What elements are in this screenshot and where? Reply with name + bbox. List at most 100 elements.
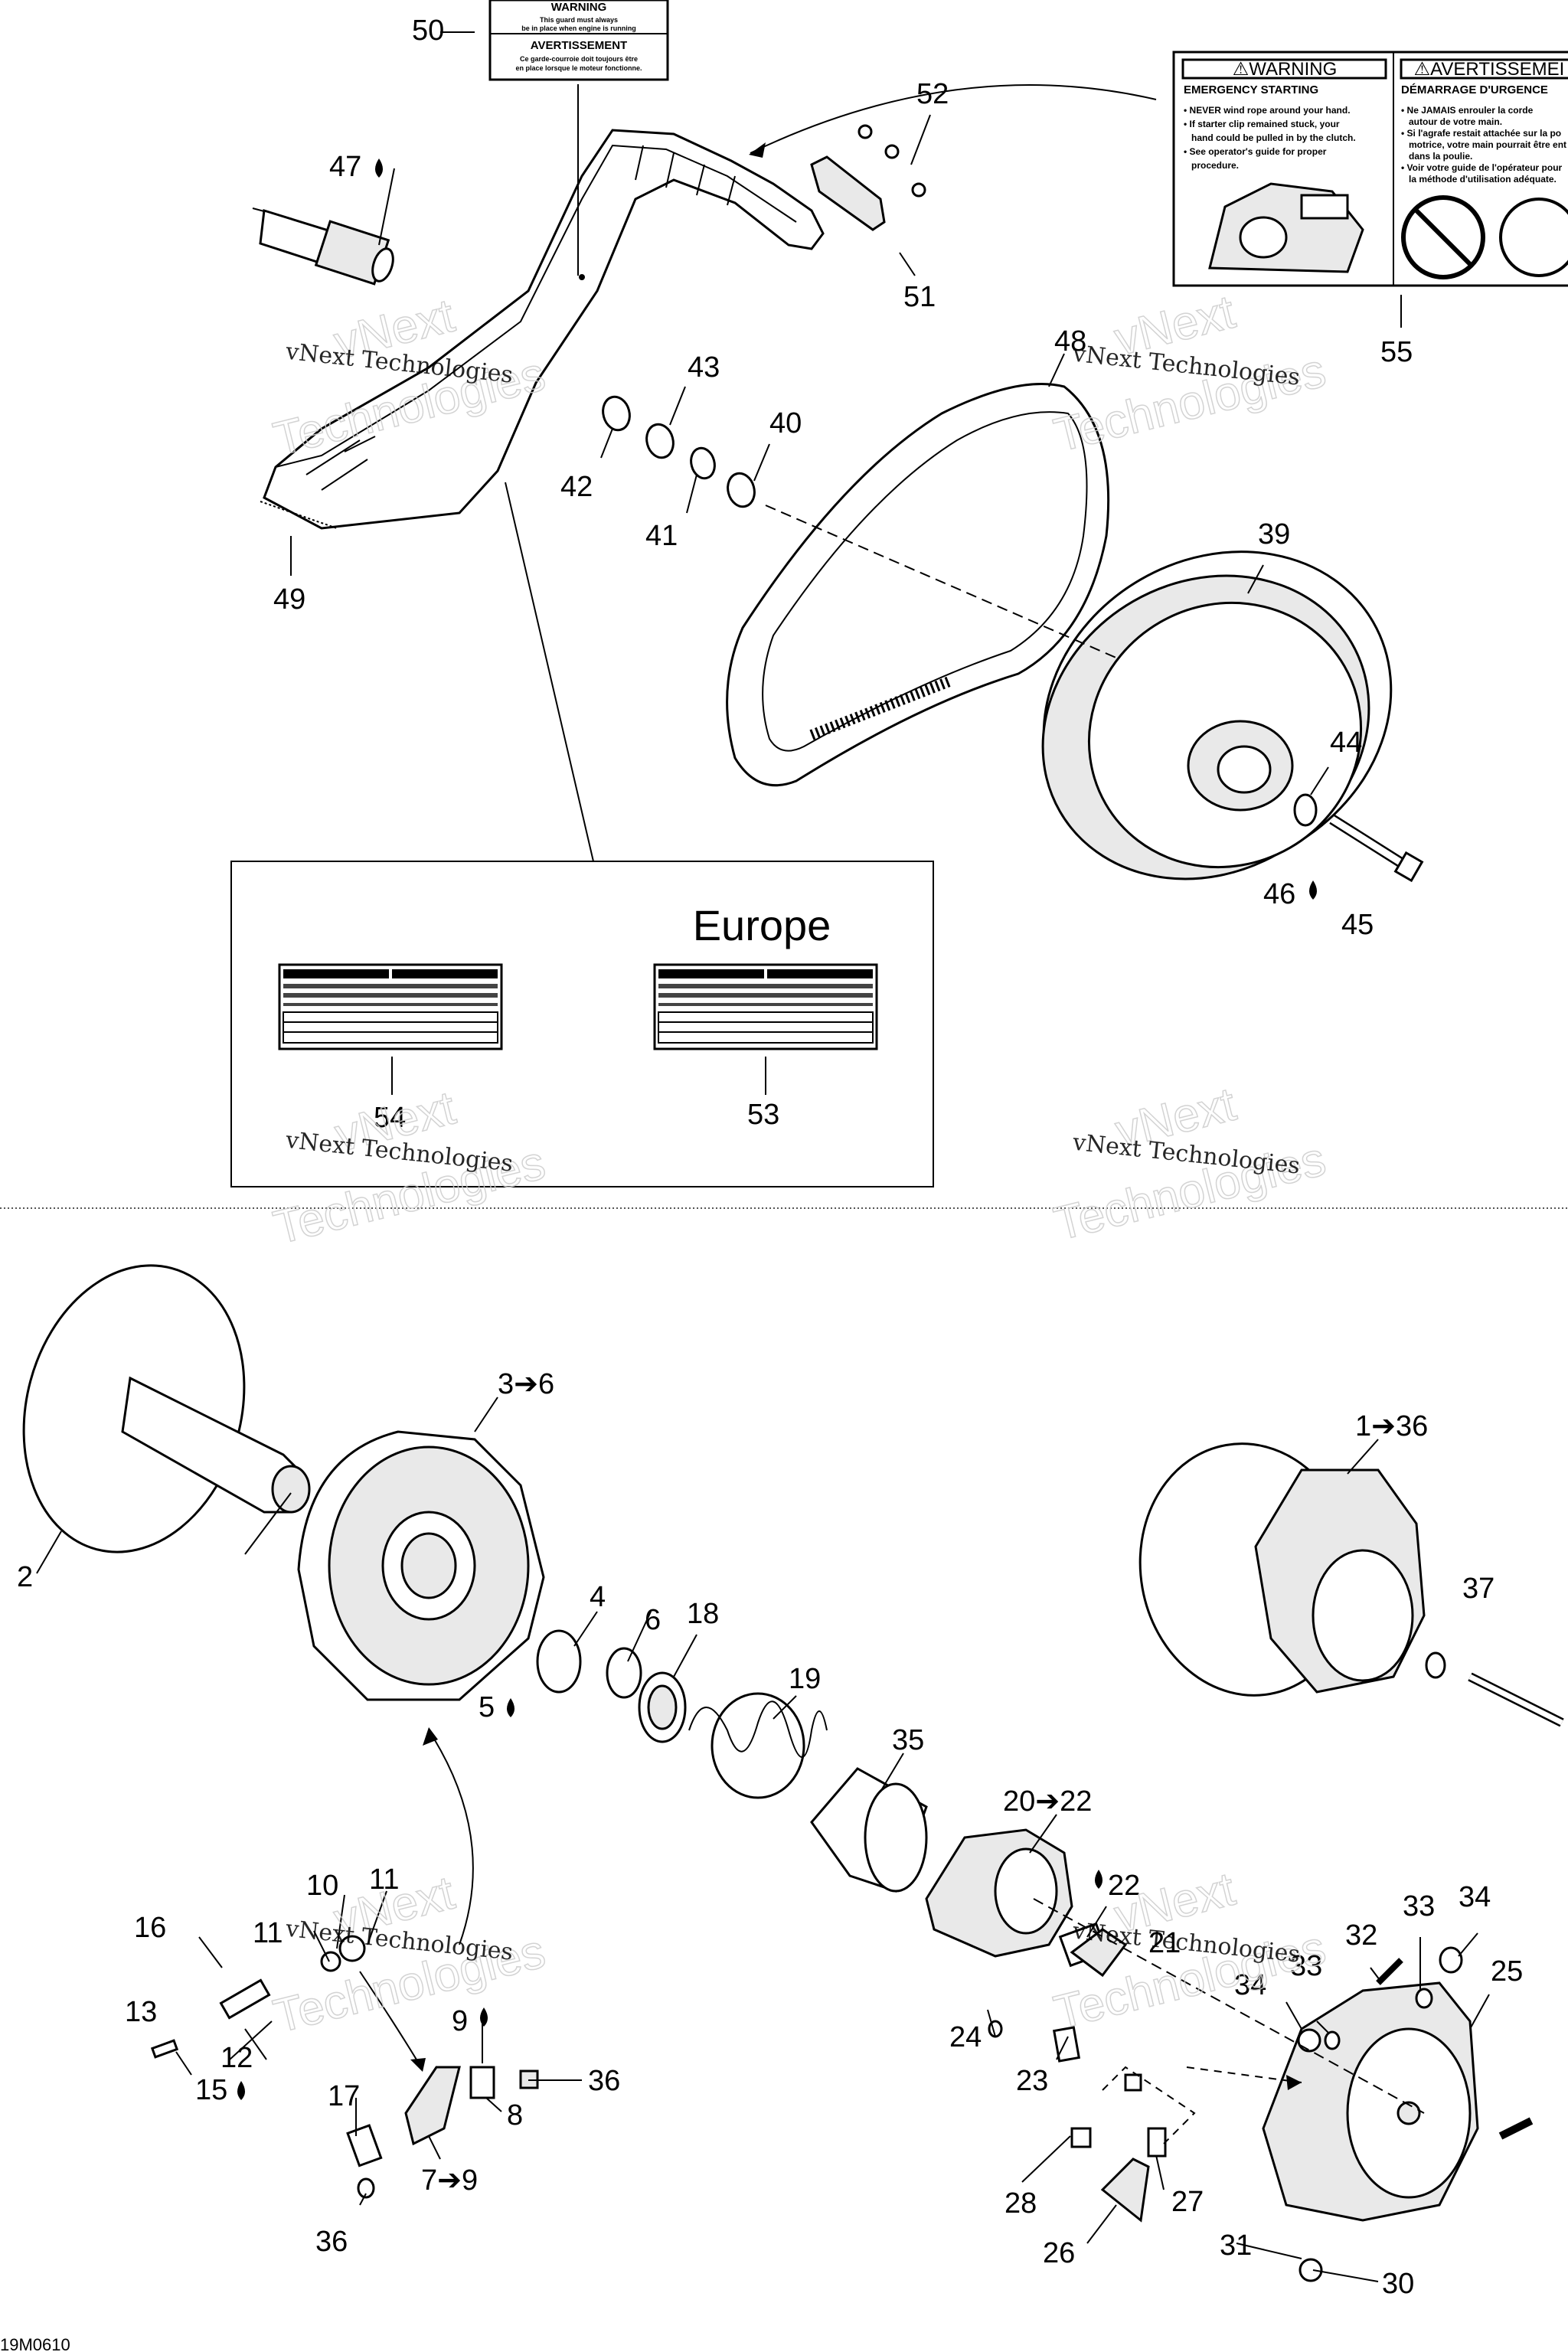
callout-54: 54 [374,1102,406,1134]
caution-decal-54 [278,963,503,1050]
callout-13: 13 [125,1996,157,2028]
callout-25: 25 [1491,1955,1523,1988]
callout-51: 51 [903,281,936,313]
leader-lines-top [290,31,1402,862]
warning-decal-55: ⚠WARNING ⚠AVERTISSEMEI EMERGENCY STARTIN… [1172,51,1568,287]
callout-34a: 34 [1459,1881,1491,1913]
callout-22: 22 [1108,1870,1140,1902]
decal-en-line: procedure. [1191,160,1239,171]
callout-18: 18 [687,1598,719,1630]
decal-engine-illustration [1208,182,1364,273]
decal-fr-line: dans la poulie. [1409,151,1472,162]
callout-20-22: 20➔22 [1003,1785,1092,1818]
pulley-bolt-part [1293,793,1424,883]
callout-26: 26 [1043,2237,1075,2269]
callout-3-6: 3➔6 [498,1368,554,1400]
guard-bracket-part [810,124,926,231]
washer-stack-part [602,395,756,508]
oil-drop-icon [507,1698,514,1717]
decal-en-line: • If starter clip remained stuck, your [1184,119,1340,129]
decal-fr-line: • Ne JAMAIS enrouler la corde [1401,105,1534,116]
oil-drop-icon [237,2081,245,2100]
callout-27: 27 [1171,2186,1204,2218]
callout-32: 32 [1345,1919,1377,1952]
decal-warning-title: WARNING [551,1,607,14]
callout-37: 37 [1462,1573,1494,1605]
callout-30: 30 [1382,2268,1414,2300]
oil-drop-icon [480,2007,488,2027]
callout-21: 21 [1148,1927,1181,1959]
bushing-rings-part [536,1629,687,1743]
decal-avert-line: Ce garde-courroie doit toujours être [520,55,638,63]
callout-labels: 50 47 49 52 51 55 43 40 42 41 48 39 44 4… [17,15,1523,2300]
decal-big-avert: ⚠AVERTISSEMEI [1414,59,1565,80]
callout-10: 10 [306,1870,338,1902]
figure-code: 19M0610 [0,2335,70,2352]
callout-52: 52 [916,78,949,110]
callout-44: 44 [1330,727,1362,759]
watermark-top-right: Technologies vNext vNext Technologies [1048,285,1331,463]
leader-lines-bottom [36,1396,1490,2282]
callout-53: 53 [747,1099,779,1131]
callout-42: 42 [560,471,593,503]
callout-5: 5 [479,1691,495,1723]
callout-43: 43 [688,351,720,384]
sliding-sheave-part [297,1430,545,1701]
callout-11a: 11 [369,1864,399,1896]
decal-warning-line: This guard must always [540,16,618,24]
caution-decal-53 [653,963,878,1050]
callout-16: 16 [134,1912,166,1944]
lubricant-drop-icons [237,158,1317,2100]
fixed-sheave-part [22,1264,311,1553]
callout-47: 47 [329,151,361,183]
assembled-clutch-part [1138,1442,1564,1727]
decal-fr-line: • Si l'agrafe restait attachée sur la po [1401,128,1561,139]
callout-45: 45 [1341,909,1374,941]
oil-drop-icon [1309,880,1317,900]
decal-emergency-title: EMERGENCY STARTING [1184,83,1318,96]
callout-48: 48 [1054,325,1086,358]
oil-drop-icon [1095,1870,1102,1889]
oil-drop-icon [375,158,383,178]
decal-big-warning: ⚠WARNING [1233,59,1338,80]
callout-19: 19 [789,1663,821,1695]
callout-7-9: 7➔9 [421,2164,478,2197]
inset-title: Europe [693,901,831,949]
callout-36a: 36 [588,2065,620,2097]
callout-33a: 33 [1403,1890,1435,1922]
callout-49: 49 [273,583,305,616]
callout-6: 6 [645,1604,661,1636]
callout-9: 9 [452,2005,468,2037]
decal-fr-line: motrice, votre main pourrait être ent [1409,139,1566,150]
watermark-mid-left: Technologies vNext vNext Technologies [268,1081,550,1256]
callout-2: 2 [17,1561,33,1593]
decal-fr-line: • Voir votre guide de l'opérateur pour [1401,162,1563,173]
sleeve-part [810,1767,928,1893]
decal-fr-line: autour de votre main. [1409,116,1502,127]
decal-avert-line: en place lorsque le moteur fonctionne. [515,64,642,72]
decal-fr-line: la méthode d'utilisation adéquate. [1409,174,1557,185]
callout-28: 28 [1004,2187,1037,2220]
callout-15: 15 [195,2074,227,2106]
europe-inset: Europe [230,861,934,1187]
callout-55: 55 [1380,336,1413,368]
decal-warning-line: be in place when engine is running [521,24,636,32]
crankshaft-end-part [252,207,394,286]
decal-en-line: • NEVER wind rope around your hand. [1184,105,1351,116]
decal-en-line: hand could be pulled in by the clutch. [1191,132,1356,143]
decal-en-line: • See operator's guide for proper [1184,146,1327,157]
driven-pulley-part [1041,550,1393,880]
callout-39: 39 [1258,518,1290,550]
drive-belt-part [726,383,1110,787]
callout-31: 31 [1220,2230,1252,2262]
callout-41: 41 [645,520,678,552]
callout-4: 4 [590,1581,606,1613]
governor-hardware-part [988,1928,1534,2282]
callout-46: 46 [1263,878,1295,910]
belt-guard-part [260,129,825,530]
decal-prohibition-icon [1401,195,1568,279]
callout-50: 50 [412,15,444,47]
callout-1-36: 1➔36 [1355,1410,1428,1442]
callout-40: 40 [769,407,802,439]
